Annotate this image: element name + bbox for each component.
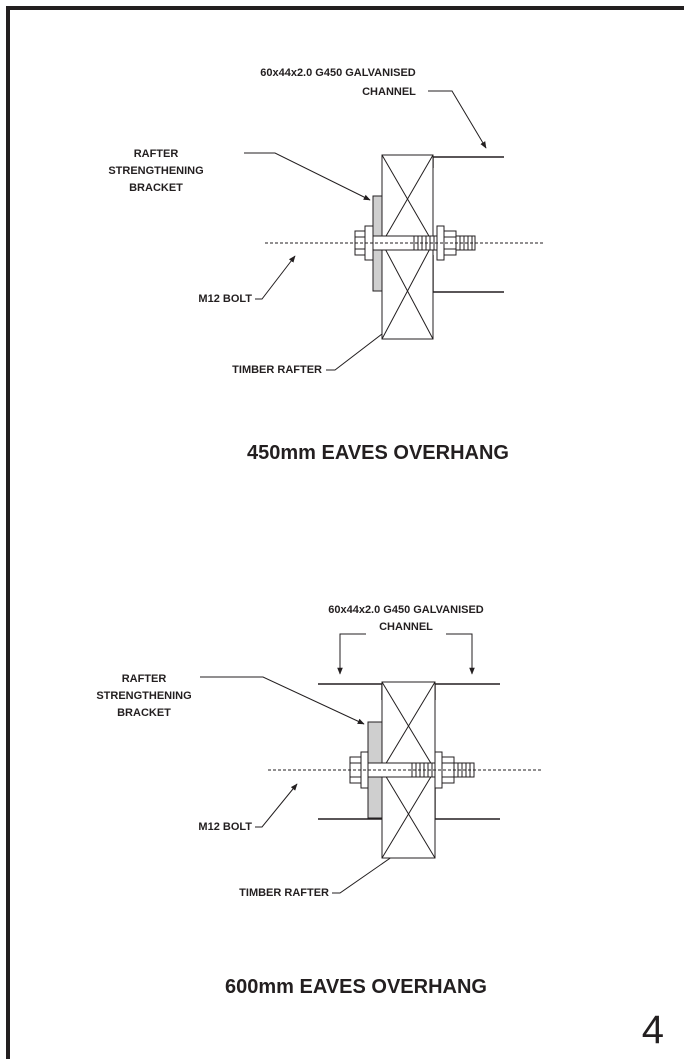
bolt-head-lines — [355, 236, 365, 250]
channel-label-line2: CHANNEL — [379, 621, 433, 633]
bracket-label-line3: BRACKET — [129, 182, 183, 194]
diagram-caption: 600mm EAVES OVERHANG — [225, 976, 487, 998]
channel-label-line2: CHANNEL — [362, 86, 416, 98]
bracket-label-line1: RAFTER — [134, 148, 179, 160]
channel-label-line1: 60x44x2.0 G450 GALVANISED — [260, 67, 416, 79]
bracket-label-line1: RAFTER — [122, 673, 167, 685]
bolt-nut-lines — [444, 236, 456, 250]
rafter-leader — [332, 851, 400, 894]
bolt-leader — [255, 783, 298, 828]
bolt-head-lines — [350, 762, 361, 778]
bracket-label-line2: STRENGTHENING — [108, 165, 203, 177]
bolt-nut-lines — [442, 762, 454, 778]
bracket-label-line2: STRENGTHENING — [96, 690, 191, 702]
channel-left-top-flange — [318, 683, 383, 700]
rafter-cross-upper — [381, 681, 436, 771]
page-border — [6, 6, 684, 1059]
channel-right-top-flange — [434, 683, 500, 700]
diagram-600mm: 60x44x2.0 G450 GALVANISED CHANNEL RAFTER… — [96, 604, 542, 998]
rafter-cross-lower — [381, 242, 434, 340]
rafter-cross-lower — [381, 769, 436, 859]
bolt-leader — [255, 255, 296, 300]
channel-leader — [428, 90, 487, 149]
channel-top-flange — [432, 156, 504, 168]
channel-label-line1: 60x44x2.0 G450 GALVANISED — [328, 604, 484, 616]
bracket-leader — [244, 152, 371, 201]
diagram-450mm: 60x44x2.0 G450 GALVANISED CHANNEL RAFTER… — [108, 67, 545, 464]
channel-right-bottom-flange — [434, 780, 500, 820]
rafter-label: TIMBER RAFTER — [239, 887, 329, 899]
bracket-leader — [200, 676, 365, 725]
bracket-label-line3: BRACKET — [117, 707, 171, 719]
channel-bottom-flange — [432, 255, 504, 293]
rafter-cross-upper — [381, 154, 434, 244]
bolt-label: M12 BOLT — [198, 821, 252, 833]
rafter-leader — [326, 323, 396, 371]
channel-leader-left — [337, 633, 366, 675]
page-number: 4 — [642, 1008, 664, 1052]
rafter-label: TIMBER RAFTER — [232, 364, 322, 376]
bolt-label: M12 BOLT — [198, 293, 252, 305]
channel-leader-right — [446, 633, 475, 675]
diagram-caption: 450mm EAVES OVERHANG — [247, 442, 509, 464]
